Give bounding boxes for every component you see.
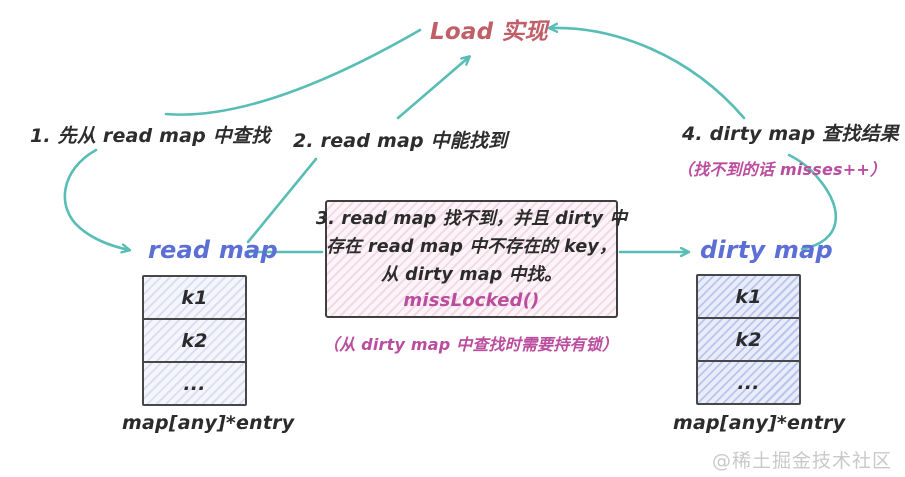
step2-label: 2. read map 中能找到	[293, 130, 508, 152]
step3-line1: 3. read map 找不到，并且 dirty 中	[315, 209, 628, 229]
read-map-cell: ...	[144, 363, 245, 404]
arrow-load-to-step1	[164, 28, 422, 116]
step4-misses-note: （找不到的话 misses++）	[677, 160, 887, 179]
dirty-map-stack: k1 k2 ...	[696, 274, 801, 405]
arrow-dirty-map-to-step4	[787, 153, 838, 251]
step3-line2: 存在 read map 中不存在的 key，	[326, 237, 617, 257]
dirty-map-type-label: map[any]*entry	[673, 412, 846, 434]
read-map-cell: k1	[144, 277, 245, 320]
arrow-step4-to-load	[550, 28, 746, 120]
step4-label: 4. dirty map 查找结果	[682, 123, 899, 145]
dirty-map-cell: k2	[698, 319, 799, 362]
arrow-read-map-to-step2	[246, 157, 318, 244]
read-map-label: read map	[148, 236, 278, 264]
lock-caption: （从 dirty map 中查找时需要持有锁）	[323, 335, 619, 354]
dirty-map-cell: k1	[698, 276, 799, 319]
arrow-step2-to-load	[396, 57, 469, 120]
read-map-type-label: map[any]*entry	[122, 412, 295, 434]
miss-locked-func: missLocked()	[403, 290, 540, 311]
watermark: @稀土掘金技术社区	[712, 450, 893, 472]
read-map-cell: k2	[144, 320, 245, 363]
step3-box: 3. read map 找不到，并且 dirty 中 存在 read map 中…	[316, 200, 627, 318]
dirty-map-cell: ...	[698, 362, 799, 403]
step1-label: 1. 先从 read map 中查找	[30, 125, 271, 147]
step3-line3: 从 dirty map 中找。	[381, 265, 562, 285]
diagram-title: Load 实现	[430, 19, 548, 45]
read-map-stack: k1 k2 ...	[142, 275, 247, 406]
arrow-step1-to-read-map	[63, 148, 129, 250]
dirty-map-label: dirty map	[700, 236, 833, 264]
